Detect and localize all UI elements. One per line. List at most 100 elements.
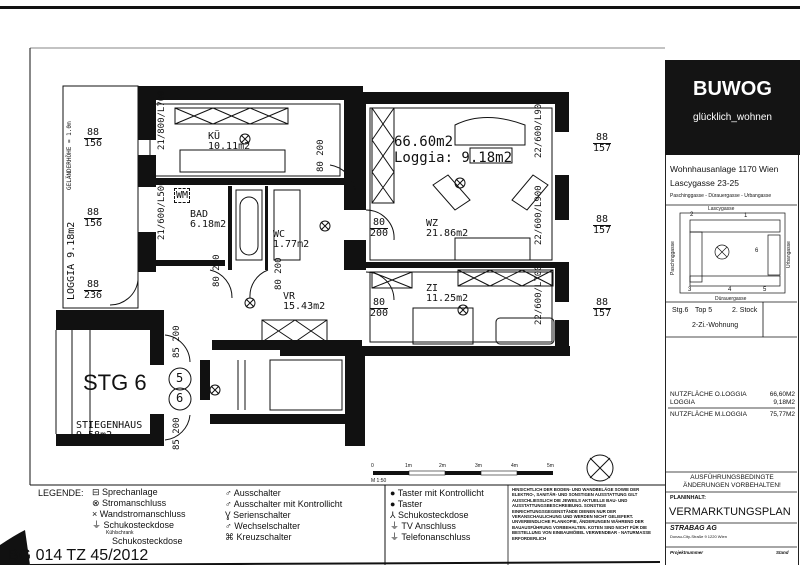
room-area: 21.86m2 xyxy=(426,228,469,239)
door-dim: 80 200 xyxy=(212,254,222,287)
room-area: 6.18m2 xyxy=(190,219,227,230)
window-height: 88 xyxy=(593,298,612,309)
site-number: 2 xyxy=(690,212,694,218)
legend-item: × Wandstromanschluss xyxy=(92,509,186,519)
door-height: 200 xyxy=(172,417,182,434)
project-street: Lascygasse 23-25 xyxy=(670,178,739,188)
site-street-right: Urbangasse xyxy=(786,241,792,268)
legend-label: Stromanschluss xyxy=(102,498,167,508)
legend-label: Wechselschalter xyxy=(234,521,301,531)
legend-label: TV Anschluss xyxy=(401,521,456,531)
unit-type: 2-Zi.-Wohnung xyxy=(692,322,739,329)
site-street-bottom: Dürauergasse xyxy=(715,296,747,302)
door-height: 200 xyxy=(172,325,182,342)
window-width: 157 xyxy=(593,143,612,154)
plan-type: VERMARKTUNGSPLAN xyxy=(669,506,791,518)
door-width: 85 xyxy=(172,439,182,450)
area-label: NUTZFLÄCHE M.LOGGIA xyxy=(670,411,747,418)
legend-label: Schukosteckdose xyxy=(103,520,175,530)
room-name: STIEGENHAUS xyxy=(76,420,143,431)
site-street-top: Lascygasse xyxy=(708,206,735,212)
washing-machine-label: WM xyxy=(174,188,191,203)
room-area: 11.25m2 xyxy=(426,293,469,304)
disclaimer-text: HINSICHTLICH DER BODEN- UND WANDBELÄGE S… xyxy=(512,487,651,541)
legend-item: ⊗ Stromanschluss xyxy=(92,498,167,508)
door-width: 80 xyxy=(370,218,389,229)
door-height: 200 xyxy=(370,228,389,239)
changes-note: AUSFÜHRUNGSBEDINGTE ÄNDERUNGEN VORBEHALT… xyxy=(683,474,781,489)
legend-label: Telefonanschluss xyxy=(401,532,471,542)
room-area: 9.18m2 xyxy=(66,221,77,258)
total-area: 66.60m2 xyxy=(394,134,454,150)
window-width: 236 xyxy=(84,290,103,301)
scale-label: M 1:50 xyxy=(371,478,387,484)
site-street-left: Paschinggasse xyxy=(670,241,676,275)
door-height: 200 xyxy=(274,257,284,274)
scale-tick: 2m xyxy=(439,463,446,469)
room-name: KÜ xyxy=(208,131,221,142)
site-number: 5 xyxy=(763,287,767,293)
legend-item: ♂ Ausschalter mit Kontrollicht xyxy=(225,499,343,509)
window-height: 88 xyxy=(84,280,103,291)
legend-item: ♂ Ausschalter xyxy=(225,488,281,498)
site-number: 3 xyxy=(688,287,692,293)
window-width: 157 xyxy=(593,225,612,236)
company-name: STRABAG AG xyxy=(670,525,717,532)
legend-label: Ausschalter mit Kontrollicht xyxy=(233,499,343,509)
room-name: LOGGIA xyxy=(66,263,77,300)
area-row: NUTZFLÄCHE M.LOGGIA 75,77M2 xyxy=(670,411,795,418)
area-value: 9,18M2 xyxy=(773,399,795,406)
door-dim: 85 200 xyxy=(172,325,182,358)
window-width: 156 xyxy=(84,218,103,229)
legend-label: Kreuzschalter xyxy=(236,532,292,542)
legend-item: ⏚ Telefonanschluss xyxy=(390,532,471,542)
brand-block: BUWOG glücklich_wohnen xyxy=(665,60,800,155)
area-label: LOGGIA xyxy=(670,399,695,406)
window-height: 88 xyxy=(84,128,103,139)
stair-label: STG 6 xyxy=(83,370,147,395)
room-name: BAD xyxy=(190,209,209,220)
scale-tick: 4m xyxy=(511,463,518,469)
scale-tick: 1m xyxy=(405,463,412,469)
legend-item: ⊟ Sprechanlage xyxy=(92,487,158,497)
area-value: 75,77M2 xyxy=(769,411,795,418)
stair-number-6: 6 xyxy=(176,391,184,405)
legend-col-1: ⊟ Sprechanlage ⊗ Stromanschluss × Wandst… xyxy=(92,487,185,546)
door-width: 80 xyxy=(370,298,389,309)
legend-item: ⅄ Schukosteckdose xyxy=(390,510,469,520)
legend-label: Taster mit Kontrollicht xyxy=(397,488,484,498)
unit-floor: 2. Stock xyxy=(732,307,758,314)
legend-item: Schukosteckdose xyxy=(112,536,183,546)
door-height: 200 xyxy=(316,139,326,156)
approval-stamp: BG 014 TZ 45/2012 xyxy=(8,547,149,564)
room-name: WZ xyxy=(426,218,439,229)
room-name: ZI xyxy=(426,283,439,294)
legend-item: ⌘ Kreuzschalter xyxy=(225,532,292,542)
room-area: 15.43m2 xyxy=(283,301,326,312)
brand-tagline: glücklich_wohnen xyxy=(693,112,772,123)
room-area: 9.58m2 xyxy=(76,430,113,441)
legend-item: ● Taster mit Kontrollicht xyxy=(390,488,484,498)
room-name: WC xyxy=(273,229,286,240)
window-height: 88 xyxy=(593,133,612,144)
company-address: Donau-City-Straße 9 1220 Wien xyxy=(670,534,727,539)
radiator-label: 21/800/L700 xyxy=(157,90,167,150)
unit-top: Top 5 xyxy=(695,307,713,314)
room-area: 10.11m2 xyxy=(208,141,251,152)
door-height: 200 xyxy=(212,254,222,271)
area-value: 66,60M2 xyxy=(769,391,795,398)
title-block xyxy=(665,155,799,565)
legend-col-2: ♂ Ausschalter ♂ Ausschalter mit Kontroll… xyxy=(225,488,342,543)
window-height: 88 xyxy=(593,215,612,226)
window-height: 88 xyxy=(84,208,103,219)
site-number: 6 xyxy=(755,248,759,254)
